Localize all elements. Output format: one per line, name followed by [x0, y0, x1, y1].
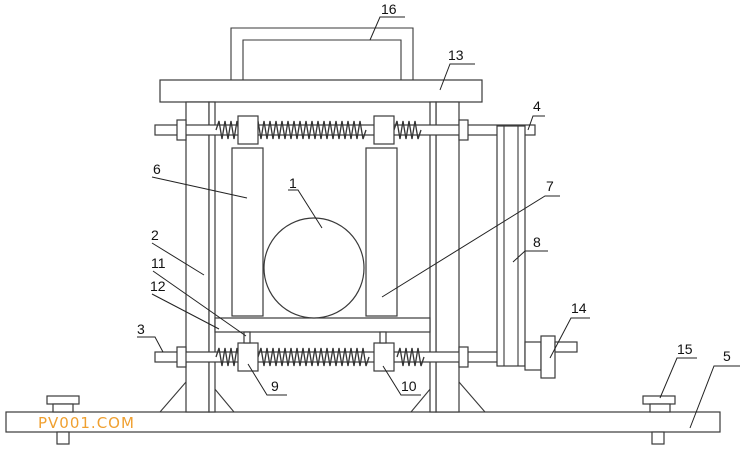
- base-plate: [5, 411, 721, 433]
- label-1: 1: [289, 175, 297, 191]
- hand-crank: [524, 335, 578, 379]
- label-11: 11: [151, 255, 166, 271]
- top-right-nut: [458, 119, 469, 141]
- bottom-right-nut: [458, 346, 469, 368]
- bottom-left-slider: [237, 342, 259, 372]
- label-10: 10: [401, 378, 417, 394]
- guide-rail: [243, 331, 251, 344]
- label-5: 5: [723, 348, 731, 364]
- top-right-slider: [373, 115, 395, 145]
- callouts: 16 13 4 6 1 7 8 2 11 12 3 14 9 10 15 5: [137, 1, 740, 429]
- label-14: 14: [571, 300, 587, 316]
- bottom-right-spring: [396, 347, 425, 367]
- label-3: 3: [137, 321, 145, 337]
- left-base-bolt: [46, 395, 80, 445]
- bottom-middle-spring: [257, 347, 370, 367]
- label-4: 4: [533, 98, 541, 114]
- right-base-bolt: [642, 395, 676, 445]
- top-right-spring: [393, 120, 422, 140]
- label-7: 7: [546, 178, 554, 194]
- right-clamp-jaw: [365, 147, 398, 317]
- watermark-text: PV001.COM: [38, 414, 135, 432]
- left-column: [185, 101, 210, 413]
- top-middle-spring: [254, 120, 367, 140]
- label-2: 2: [151, 227, 159, 243]
- label-8: 8: [533, 234, 541, 250]
- label-13: 13: [448, 47, 464, 63]
- label-16: 16: [381, 1, 397, 17]
- belt-housing: [496, 125, 526, 367]
- top-screw-shaft: [154, 124, 536, 136]
- label-12: 12: [150, 278, 166, 294]
- workpiece-circle: [263, 217, 365, 319]
- bottom-left-nut: [176, 346, 187, 368]
- top-plate: [159, 79, 483, 103]
- support-plate: [214, 317, 431, 333]
- left-clamp-jaw: [231, 147, 264, 317]
- left-column-inner: [208, 101, 216, 413]
- top-left-slider: [237, 115, 259, 145]
- handle-part: [230, 27, 414, 80]
- label-15: 15: [677, 341, 693, 357]
- label-9: 9: [271, 378, 279, 394]
- label-6: 6: [153, 161, 161, 177]
- top-left-nut: [176, 119, 187, 141]
- guide-rail-right: [379, 331, 387, 344]
- right-column-inner: [429, 101, 437, 413]
